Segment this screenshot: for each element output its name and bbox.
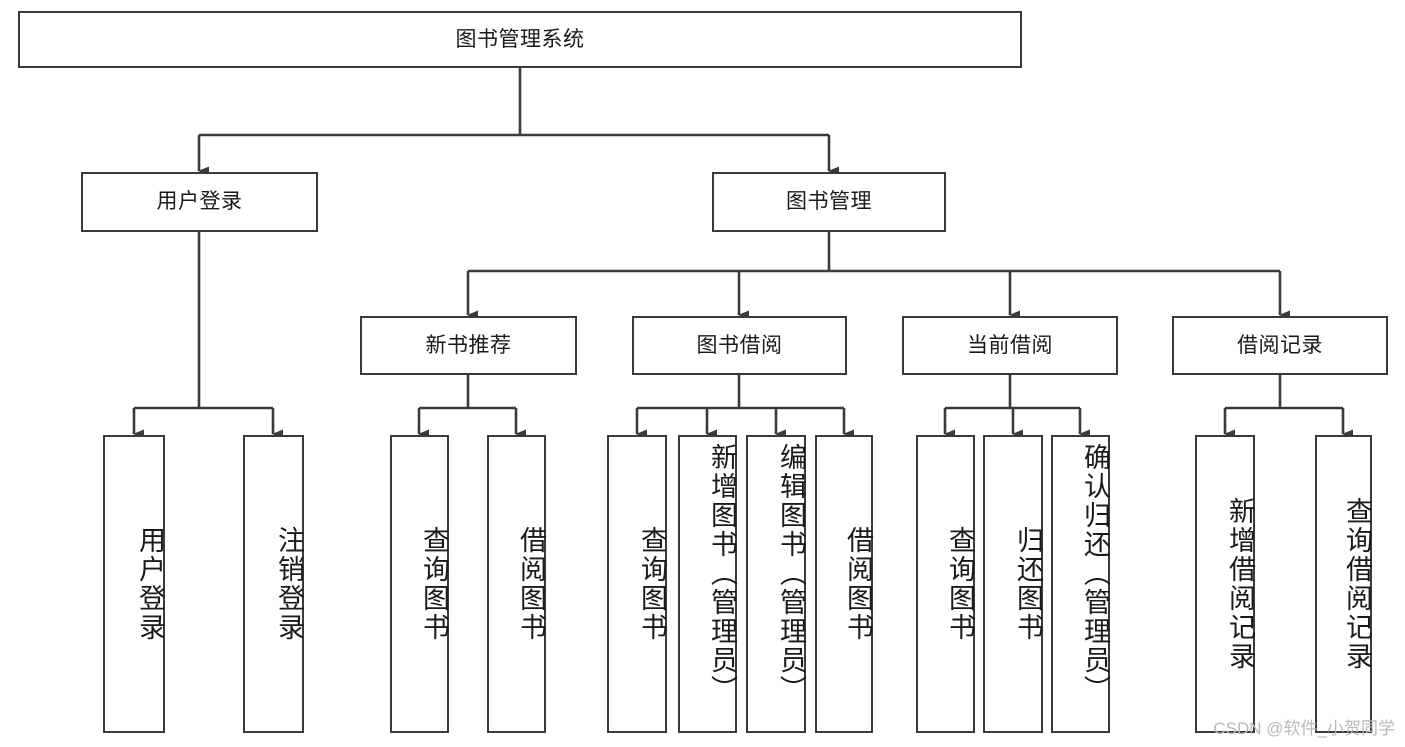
node-new-book-recommend-label: 新书推荐 <box>425 333 512 357</box>
node-leaf-add-book[interactable]: 新增图书（管理员） <box>678 435 737 733</box>
node-book-borrow-label: 图书借阅 <box>696 333 783 357</box>
node-leaf-confirm-return[interactable]: 确认归还（管理员） <box>1051 435 1110 733</box>
node-leaf-user-login[interactable]: 用户登录 <box>103 435 165 733</box>
node-leaf-query-record[interactable]: 查询借阅记录 <box>1315 435 1372 733</box>
node-leaf-confirm-return-label: 确认归还（管理员） <box>1080 443 1110 704</box>
node-borrow-record[interactable]: 借阅记录 <box>1172 316 1388 375</box>
node-leaf-query-book-3[interactable]: 查询图书 <box>916 435 975 733</box>
node-leaf-edit-book[interactable]: 编辑图书（管理员） <box>746 435 806 733</box>
edge-group <box>132 68 1353 439</box>
node-current-borrow-label: 当前借阅 <box>967 333 1053 357</box>
node-root-label: 图书管理系统 <box>455 27 585 51</box>
node-root[interactable]: 图书管理系统 <box>18 11 1022 68</box>
node-leaf-add-record[interactable]: 新增借阅记录 <box>1195 435 1255 733</box>
node-leaf-logout-label: 注销登录 <box>274 526 304 642</box>
node-leaf-return-book[interactable]: 归还图书 <box>983 435 1043 733</box>
node-leaf-logout[interactable]: 注销登录 <box>243 435 304 733</box>
node-book-borrow[interactable]: 图书借阅 <box>632 316 847 375</box>
node-leaf-add-record-label: 新增借阅记录 <box>1225 497 1255 671</box>
node-leaf-borrow-book-1-label: 借阅图书 <box>516 526 546 642</box>
node-leaf-return-book-label: 归还图书 <box>1013 526 1043 642</box>
node-leaf-borrow-book-2-label: 借阅图书 <box>843 526 873 642</box>
node-user-login-label: 用户登录 <box>156 190 243 214</box>
node-borrow-record-label: 借阅记录 <box>1237 333 1323 357</box>
node-book-management-label: 图书管理 <box>786 190 872 214</box>
node-leaf-query-book-2-label: 查询图书 <box>637 526 667 642</box>
node-book-management[interactable]: 图书管理 <box>712 172 946 232</box>
node-user-login[interactable]: 用户登录 <box>81 172 318 232</box>
node-leaf-borrow-book-1[interactable]: 借阅图书 <box>487 435 546 733</box>
node-leaf-borrow-book-2[interactable]: 借阅图书 <box>815 435 873 733</box>
node-leaf-query-book-1[interactable]: 查询图书 <box>390 435 449 733</box>
node-leaf-query-book-3-label: 查询图书 <box>945 526 975 642</box>
node-leaf-query-book-2[interactable]: 查询图书 <box>607 435 667 733</box>
node-leaf-user-login-label: 用户登录 <box>135 526 165 642</box>
node-current-borrow[interactable]: 当前借阅 <box>902 316 1118 375</box>
node-leaf-query-book-1-label: 查询图书 <box>419 526 449 642</box>
node-leaf-query-record-label: 查询借阅记录 <box>1342 497 1372 671</box>
node-leaf-edit-book-label: 编辑图书（管理员） <box>776 443 806 704</box>
node-new-book-recommend[interactable]: 新书推荐 <box>360 316 577 375</box>
node-leaf-add-book-label: 新增图书（管理员） <box>707 443 737 704</box>
